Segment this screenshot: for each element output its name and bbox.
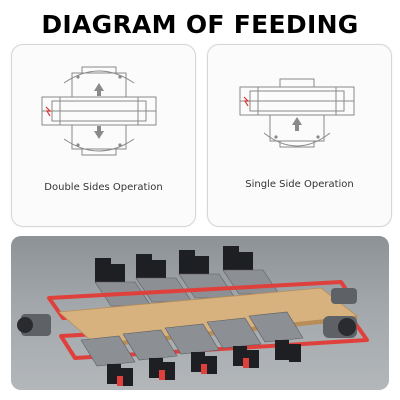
single-side-caption: Single Side Operation [245,179,354,190]
single-side-card: Single Side Operation [207,44,392,227]
double-sides-caption: Double Sides Operation [44,182,163,193]
single-side-feeding-diagram-icon [239,78,355,148]
machine-3d-render-icon [17,246,369,386]
machine-render-panel [11,236,389,390]
page-title: DIAGRAM OF FEEDING [41,10,359,39]
double-sides-feeding-diagram-icon [41,66,157,156]
double-sides-card: Double Sides Operation [11,44,196,227]
